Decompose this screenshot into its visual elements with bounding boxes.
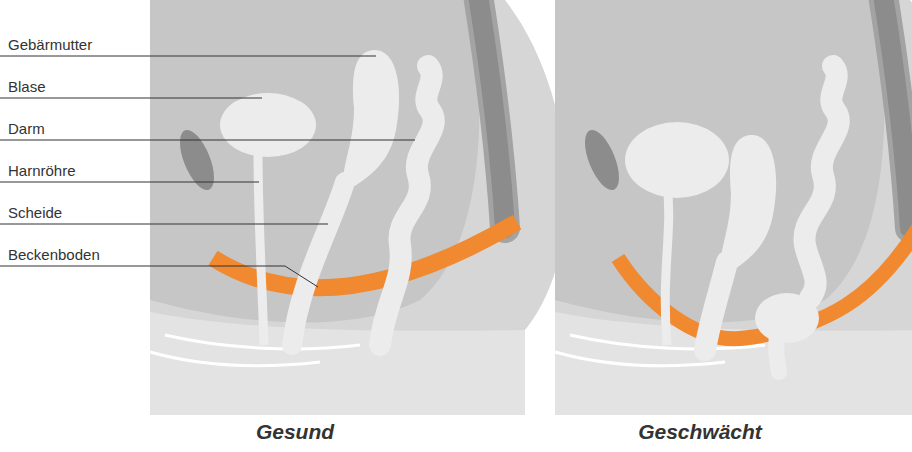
lower-body bbox=[555, 312, 912, 415]
spine-outline bbox=[478, 0, 505, 228]
leader-line bbox=[0, 140, 415, 141]
leader-line bbox=[0, 98, 262, 99]
leader-lines bbox=[0, 56, 415, 287]
panel-caption: Gesund bbox=[256, 420, 334, 444]
pubic-bone bbox=[578, 125, 626, 194]
part-label: Scheide bbox=[8, 204, 62, 222]
part-label: Beckenboden bbox=[8, 246, 100, 264]
part-label: Gebärmutter bbox=[8, 36, 92, 54]
bladder bbox=[625, 122, 729, 198]
bowel-bulge bbox=[755, 293, 819, 343]
weakened-panel bbox=[555, 0, 912, 415]
vagina bbox=[292, 182, 345, 345]
leader-line bbox=[0, 182, 259, 183]
leader-line bbox=[0, 56, 376, 57]
leader-line bbox=[0, 224, 328, 225]
spine bbox=[883, 0, 910, 228]
lower-body bbox=[150, 312, 525, 415]
urethra bbox=[258, 150, 264, 345]
bladder bbox=[220, 93, 316, 157]
body-silhouette bbox=[555, 0, 912, 415]
panel-caption: Geschwächt bbox=[638, 420, 762, 444]
bowel bbox=[776, 335, 779, 372]
urethra bbox=[665, 185, 668, 345]
pubic-bone bbox=[173, 125, 221, 194]
bowel bbox=[804, 66, 838, 298]
vagina bbox=[705, 262, 727, 350]
spine-outline bbox=[883, 0, 910, 228]
spine bbox=[478, 0, 505, 228]
part-label: Harnröhre bbox=[8, 162, 76, 180]
part-label: Darm bbox=[8, 120, 45, 138]
part-label: Blase bbox=[8, 78, 46, 96]
uterus bbox=[343, 50, 399, 186]
leader-line bbox=[0, 266, 318, 287]
healthy-panel bbox=[150, 0, 566, 415]
